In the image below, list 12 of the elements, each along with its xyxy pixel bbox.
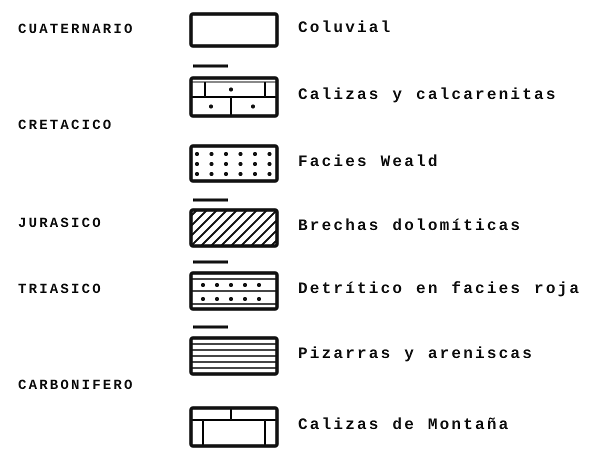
legend-label: Pizarras y areniscas: [298, 345, 534, 363]
legend-label: Detrítico en facies roja: [298, 280, 582, 298]
legend-label: Coluvial: [298, 19, 392, 37]
era-label: CARBONIFERO: [18, 378, 135, 394]
era-label: TRIASICO: [18, 282, 103, 298]
legend-label: Calizas de Montaña: [298, 416, 510, 434]
era-label: CUATERNARIO: [18, 22, 135, 38]
era-label: JURASICO: [18, 216, 103, 232]
legend-label: Calizas y calcarenitas: [298, 86, 558, 104]
legend-label: Brechas dolomíticas: [298, 217, 522, 235]
era-label: CRETACICO: [18, 118, 114, 134]
legend-label: Facies Weald: [298, 152, 440, 170]
